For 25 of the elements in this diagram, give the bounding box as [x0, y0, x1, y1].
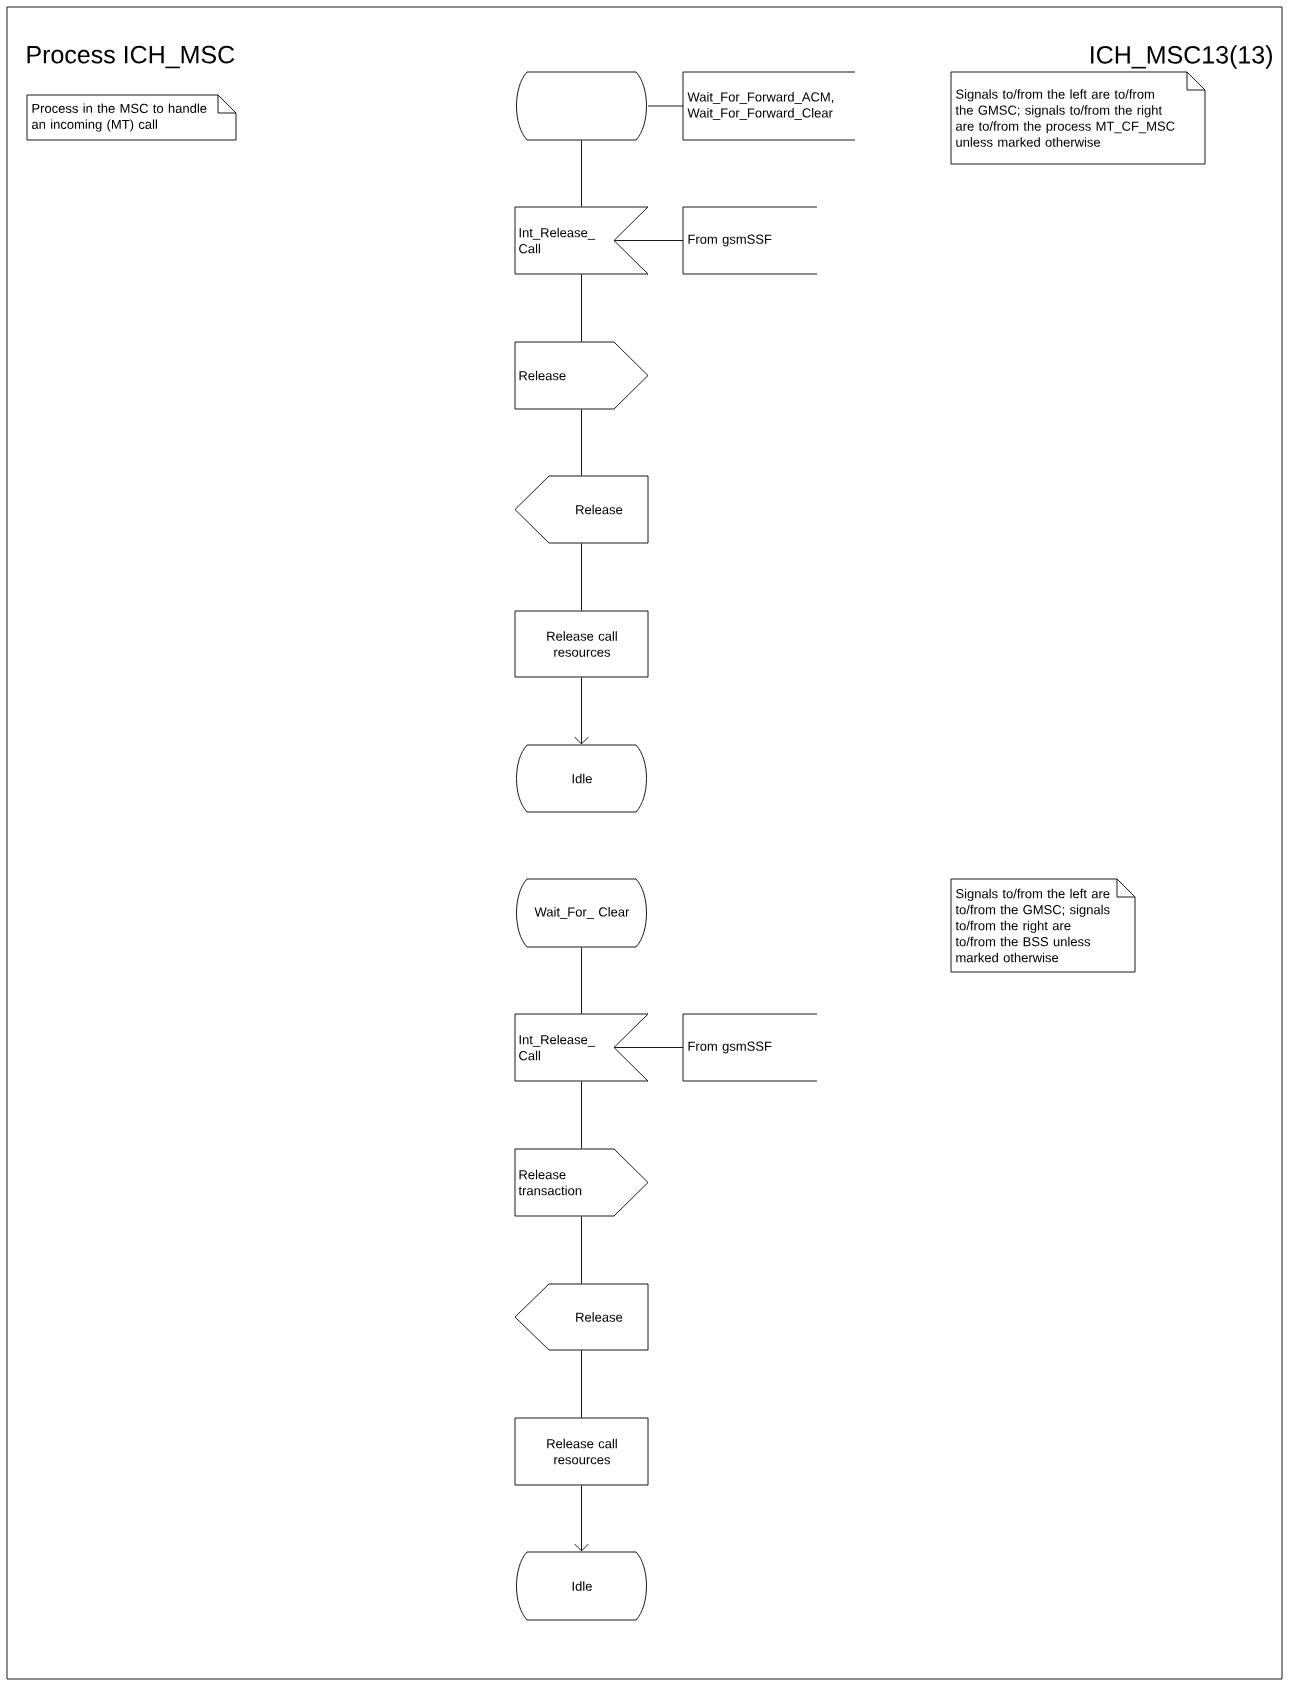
- flow-line: [581, 274, 582, 342]
- flow-arrow: [574, 677, 589, 745]
- task-box: Release call resources: [514, 1417, 649, 1486]
- state-symbol: Idle: [516, 744, 647, 813]
- flow-arrow: [574, 1485, 589, 1552]
- comment-bracket: From gsmSSF: [682, 1013, 818, 1082]
- comment-note: Process in the MSC to handle an incoming (MT) call: [26, 94, 237, 141]
- comment-bracket: From gsmSSF: [682, 206, 818, 275]
- comment-bracket: Wait_For_Forward_ACM, Wait_For_Forward_Clear: [682, 71, 856, 141]
- flow-line: [581, 1081, 582, 1149]
- task-box: Release call resources: [514, 610, 649, 678]
- flow-line: [581, 1350, 582, 1418]
- flow-line: [581, 140, 582, 207]
- flow-line: [581, 1216, 582, 1284]
- diagram-title: Process ICH_MSC: [27, 45, 235, 69]
- comment-note: Signals to/from the left are to/from the GMSC; signals to/from the right are to/from the process MT_CF_MSC unless marked otherwise: [950, 71, 1206, 165]
- flow-line: [581, 409, 582, 476]
- flow-line: [581, 543, 582, 611]
- flow-line: [647, 105, 684, 107]
- comment-note: Signals to/from the left are to/from the GMSC; signals to/from the right are to/from the BSS unless marked otherwise: [950, 878, 1136, 973]
- state-symbol: Idle: [516, 1551, 647, 1621]
- state-symbol: Wait_For_ Clear: [516, 878, 647, 948]
- page-number: ICH_MSC13(13): [1091, 45, 1272, 69]
- state-symbol: [516, 71, 647, 141]
- flow-line: [581, 947, 582, 1014]
